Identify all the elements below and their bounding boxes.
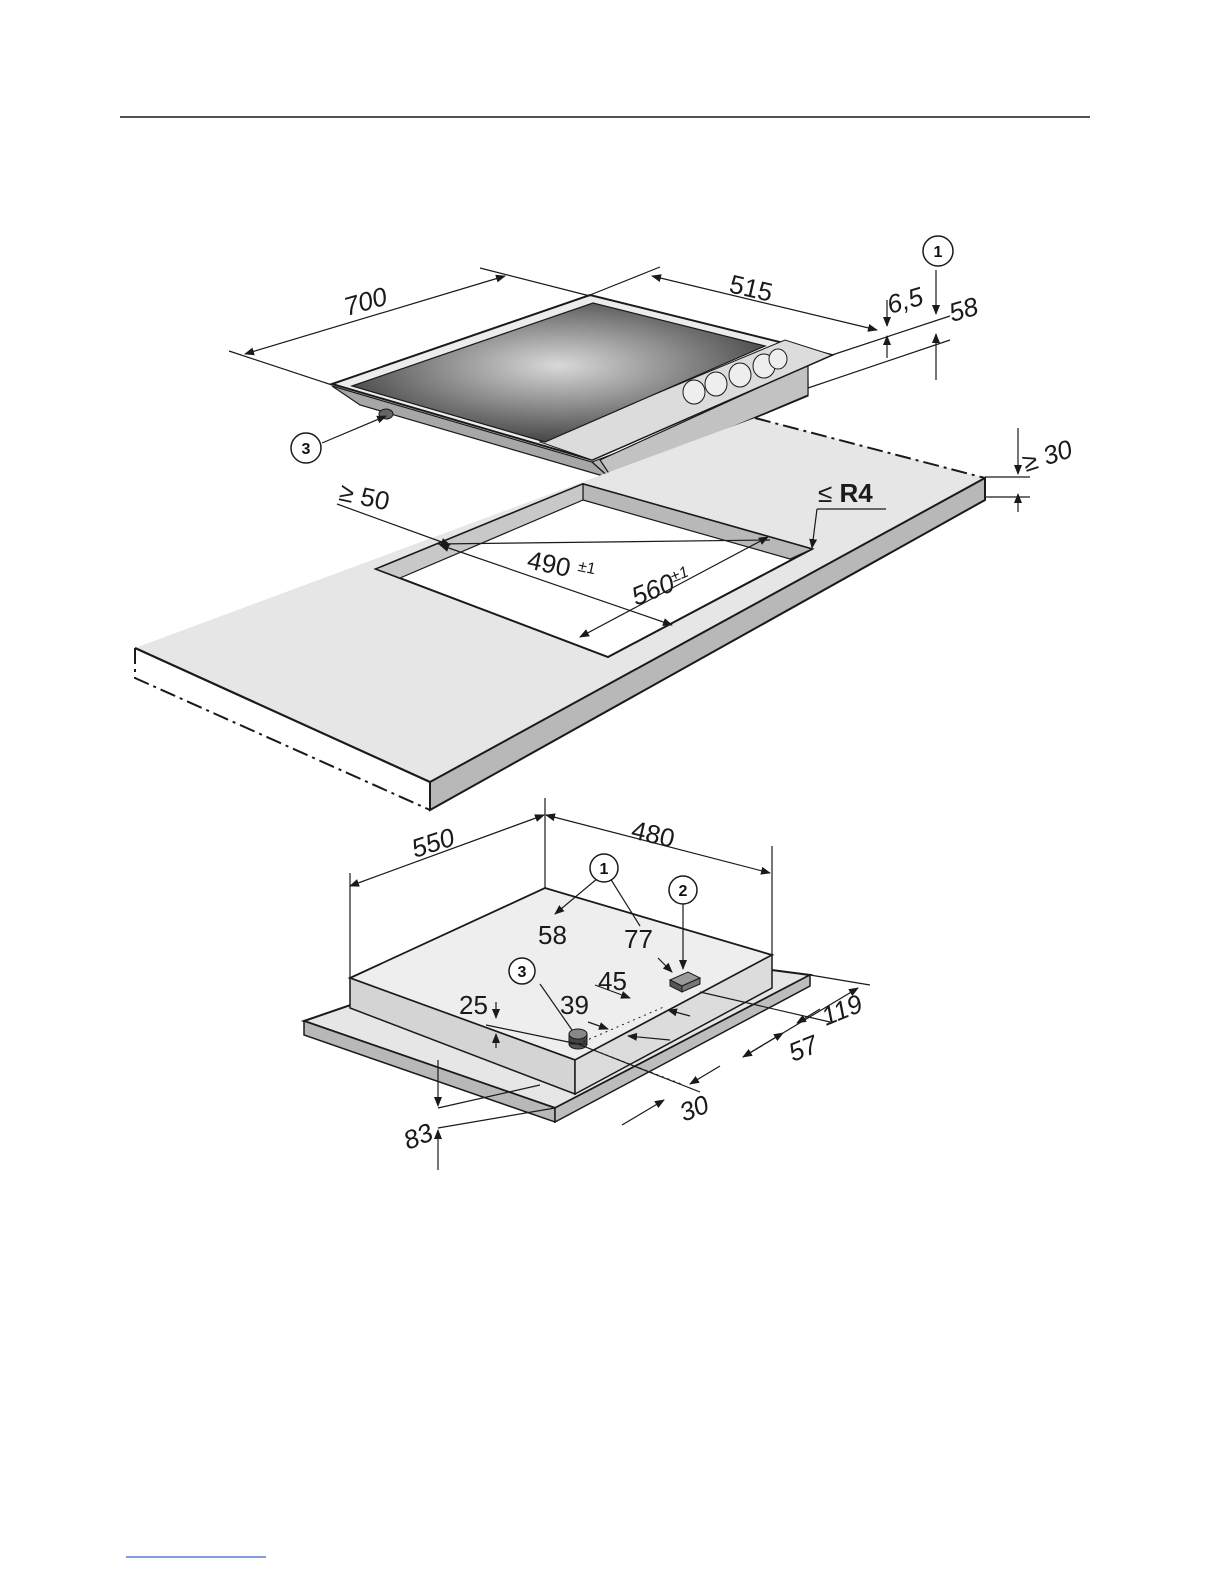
dim-min-margin: ≥ 50 (337, 477, 393, 517)
svg-text:3: 3 (302, 441, 311, 458)
svg-text:1: 1 (934, 244, 943, 261)
svg-text:3: 3 (518, 964, 527, 981)
dim-25: 25 (459, 990, 488, 1020)
worktop-illustration (135, 418, 985, 810)
dim-39: 39 (560, 990, 589, 1020)
dim-r4: ≤ R4 (818, 478, 873, 508)
dim-30-under: 30 (675, 1089, 714, 1128)
svg-text:1: 1 (600, 861, 609, 878)
dim-58-under: 58 (538, 920, 567, 950)
dim-57: 57 (784, 1028, 823, 1067)
callout-2-under: 2 (669, 876, 697, 904)
callout-1-under: 1 (590, 854, 618, 882)
dim-worktop-thickness: ≥ 30 (1019, 433, 1077, 477)
dim-480: 480 (629, 815, 678, 854)
dim-515: 515 (727, 269, 776, 308)
dim-83: 83 (399, 1117, 438, 1156)
dim-45: 45 (598, 966, 627, 996)
callout-3-under: 3 (509, 958, 535, 984)
dim-58-hob: 58 (945, 291, 982, 328)
callout-1-top: 1 (923, 236, 953, 266)
dim-6-5: 6,5 (883, 281, 927, 320)
callout-3-top: 3 (291, 433, 321, 463)
dim-77: 77 (624, 924, 653, 954)
dim-550: 550 (408, 822, 459, 864)
dim-700: 700 (340, 281, 390, 322)
dim-119: 119 (817, 988, 867, 1031)
svg-text:2: 2 (679, 883, 688, 900)
